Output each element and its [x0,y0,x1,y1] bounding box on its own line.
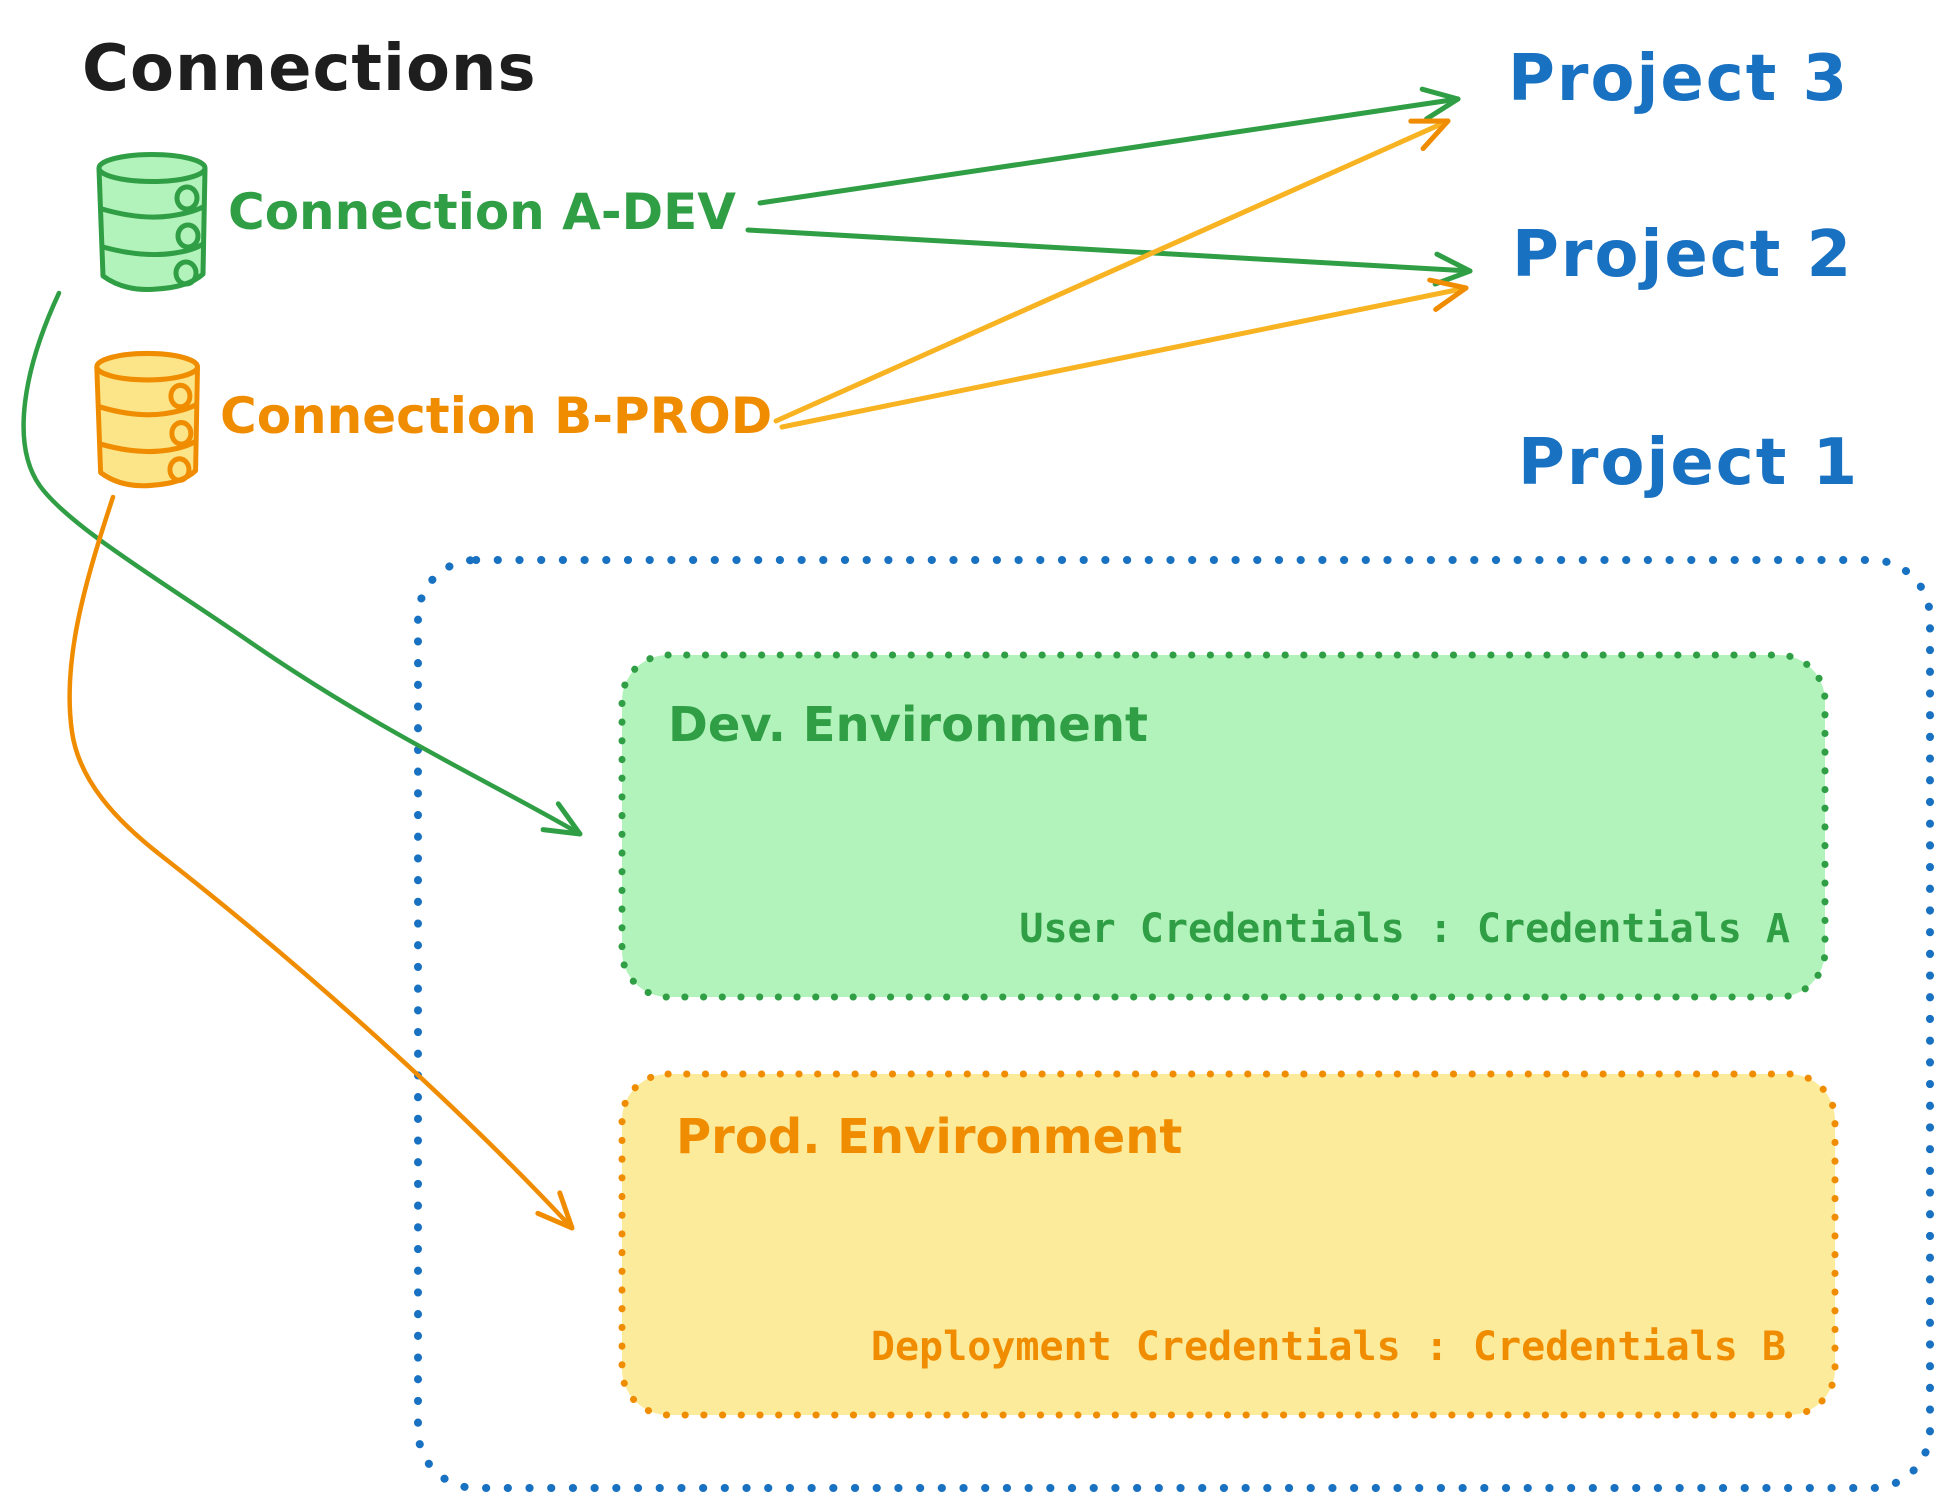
prod-environment-title: Prod. Environment [676,1109,1183,1165]
project1-container-box [414,556,1934,1492]
dev-environment-box [618,651,1829,1001]
arrow-adev-to-project2 [745,227,1473,287]
database-icon-dev [96,152,208,292]
connection-a-dev-label: Connection A-DEV [228,183,736,241]
prod-environment-box [618,1070,1839,1419]
arrow-adev-to-dev-environment [21,290,583,837]
dev-environment-title: Dev. Environment [668,697,1148,753]
prod-environment-credentials: Deployment Credentials : Credentials B [870,1324,1786,1370]
connections-heading: Connections [82,32,537,106]
arrow-bprod-to-project2 [779,277,1469,430]
connection-b-prod-label: Connection B-PROD [220,387,773,445]
arrow-bprod-to-prod-environment [67,494,575,1231]
dev-environment-credentials: User Credentials : Credentials A [1019,906,1790,952]
arrow-bprod-to-project3 [773,118,1451,424]
project1-label: Project 1 [1518,426,1860,500]
project2-label: Project 2 [1512,218,1854,292]
project3-label: Project 3 [1508,42,1850,116]
database-icon-prod [94,350,200,489]
arrow-adev-to-project3 [757,86,1461,206]
